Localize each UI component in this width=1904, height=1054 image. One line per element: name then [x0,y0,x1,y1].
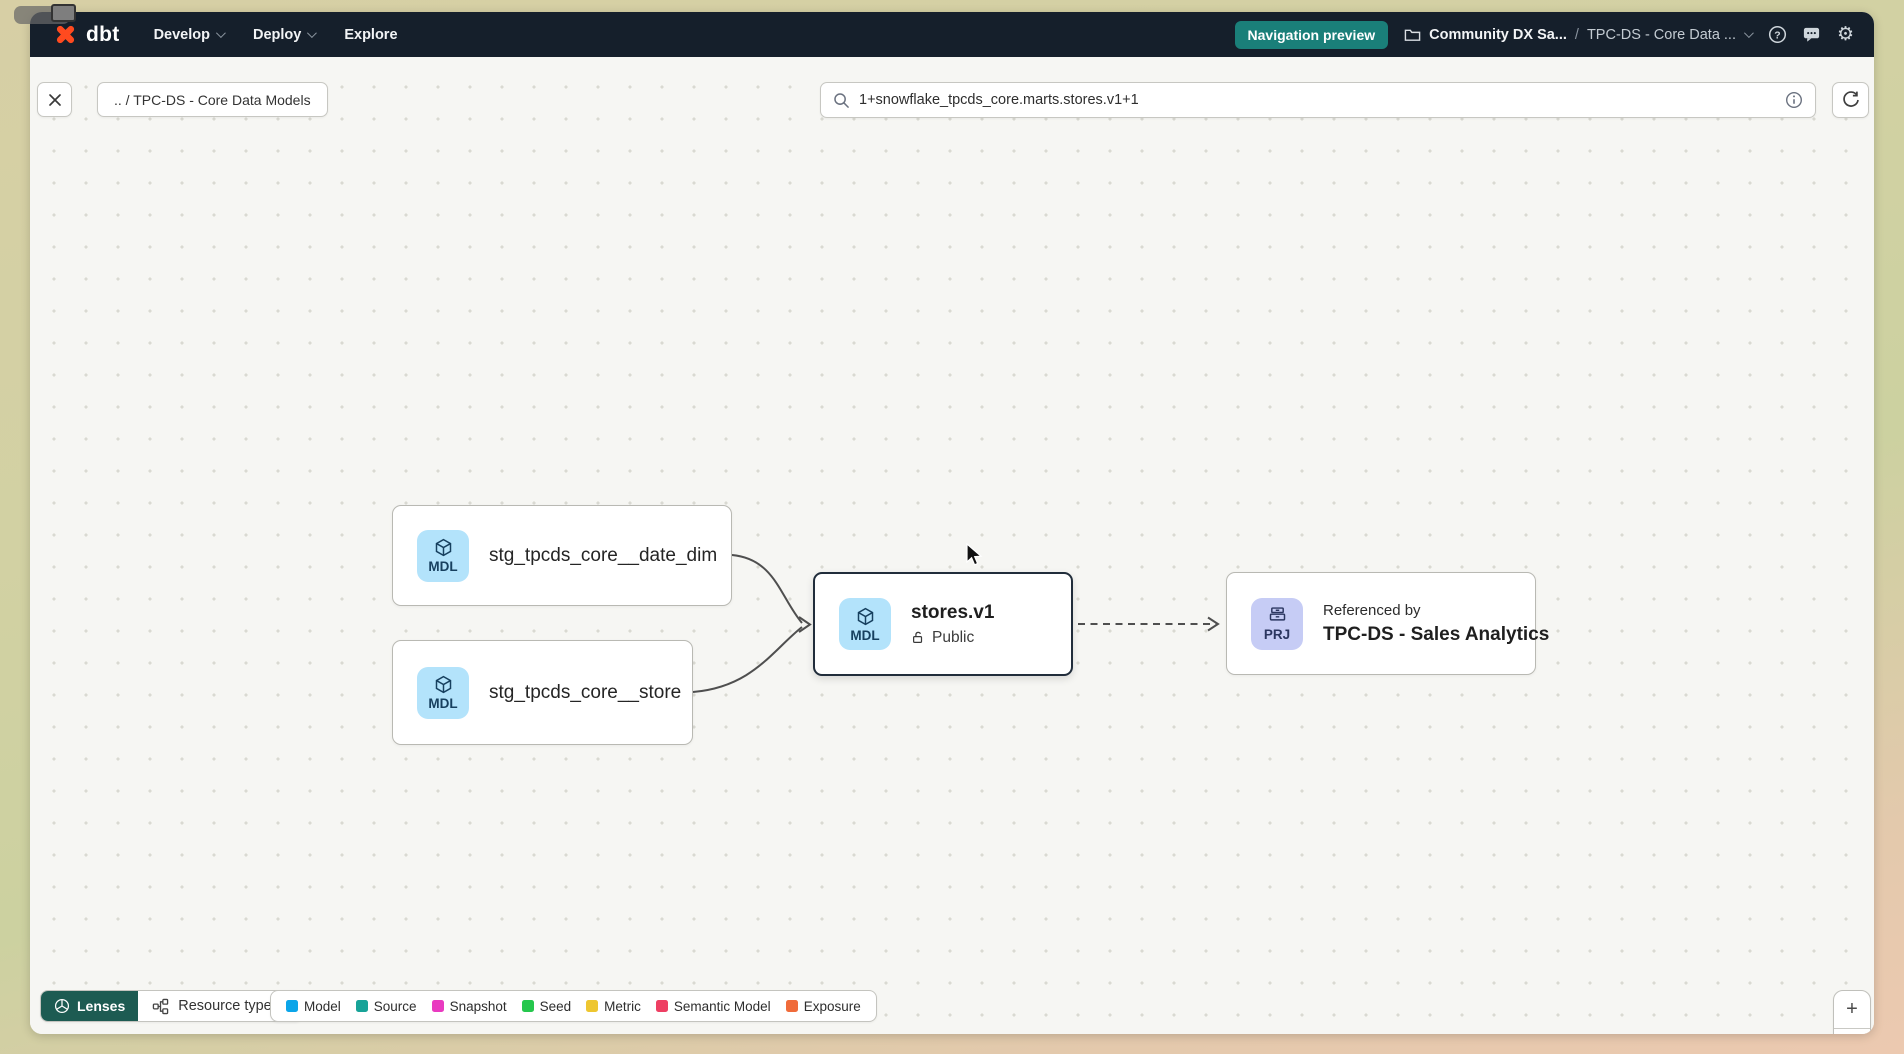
legend-swatch [431,1000,444,1012]
badge-label: PRJ [1263,627,1291,642]
legend-item-snapshot: Snapshot [431,998,507,1014]
nav-item-label: Explore [344,26,398,43]
dbt-logo-icon [56,25,75,44]
badge-label: MDL [428,696,458,711]
model-badge: MDL [417,529,469,582]
breadcrumb-project[interactable]: Community DX Sa... [1429,26,1567,43]
lineage-canvas[interactable]: .. / TPC-DS - Core Data Models [30,57,1874,1034]
legend-swatch [521,1000,534,1012]
lineage-breadcrumb-label: .. / TPC-DS - Core Data Models [114,91,311,108]
info-icon[interactable] [1785,91,1803,109]
legend-swatch [655,1000,668,1012]
zoom-out-button[interactable]: − [1834,1029,1870,1034]
nav-menu: Develop Deploy Explore [154,27,398,43]
screen-record-window-icon [51,4,76,22]
legend-item-source: Source [355,998,417,1014]
app-window: dbt Develop Deploy Explore Navigation pr… [30,12,1874,1034]
lineage-breadcrumb-chip[interactable]: .. / TPC-DS - Core Data Models [97,82,328,117]
resource-graph-icon [153,998,169,1014]
lineage-search-bar [820,82,1816,118]
legend-swatch [286,1000,298,1012]
legend-label: Model [304,998,341,1014]
legend-label: Snapshot [449,998,507,1014]
resource-type-label: Resource type [178,998,272,1014]
legend-label: Metric [604,998,641,1014]
chevron-down-icon[interactable] [1743,28,1754,39]
legend-item-seed: Seed [521,998,572,1014]
legend-swatch [586,1000,599,1012]
legend-item-exposure: Exposure [785,998,861,1014]
lenses-button[interactable]: Lenses [41,991,139,1021]
breadcrumb-section[interactable]: TPC-DS - Core Data ... [1586,26,1736,43]
settings-gear-icon[interactable]: ⚙ [1836,24,1855,45]
nav-item-label: Develop [153,26,210,43]
model-badge: MDL [839,598,891,650]
legend-label: Exposure [803,998,861,1014]
node-label: stg_tpcds_core__store [489,681,682,703]
navbar-right: Navigation preview Community DX Sa... / … [1234,20,1856,49]
close-lineage-button[interactable] [37,82,72,117]
legend-item-metric: Metric [586,999,641,1014]
badge-label: MDL [850,627,880,643]
legend-item-model: Model [286,999,341,1014]
legend-label: Semantic Model [673,998,771,1014]
legend-swatch [355,1000,368,1012]
top-navbar: dbt Develop Deploy Explore Navigation pr… [30,12,1874,57]
nav-item-deploy[interactable]: Deploy [252,26,318,43]
nav-item-label: Deploy [252,26,302,43]
breadcrumb[interactable]: Community DX Sa... / TPC-DS - Core Data … [1404,26,1754,43]
cube-icon [857,607,873,625]
badge-label: MDL [428,559,458,574]
dbt-logo[interactable]: dbt [52,21,120,48]
lens-icon [54,998,70,1014]
zoom-in-button[interactable]: + [1834,991,1870,1029]
chevron-down-icon [215,28,226,39]
cube-icon [435,675,451,694]
model-node-date-dim[interactable]: MDL stg_tpcds_core__date_dim [392,505,732,606]
nav-item-develop[interactable]: Develop [153,26,226,43]
lens-controls: Lenses Resource type [40,990,303,1022]
archive-icon [1269,607,1285,621]
access-label: Public [932,628,975,646]
legend-label: Source [373,998,417,1014]
model-badge: MDL [417,666,469,719]
lineage-selector-input[interactable] [859,92,1776,108]
node-label: stg_tpcds_core__date_dim [489,544,718,566]
dbt-logo-text: dbt [86,22,120,46]
breadcrumb-separator: / [1574,26,1579,43]
resource-legend: Model Source Snapshot Seed Metric Semant… [270,990,877,1022]
legend-item-semantic-model: Semantic Model [655,998,771,1014]
legend-swatch [785,1000,798,1012]
cube-icon [435,538,451,557]
chevron-down-icon [307,28,318,39]
close-icon [48,93,61,106]
node-subtitle: Referenced by [1323,601,1421,619]
navbar-icons: ? ⚙ [1767,24,1856,45]
refresh-icon [1842,91,1859,107]
feedback-icon[interactable] [1801,24,1822,45]
access-row: Public [911,629,994,647]
search-icon [834,92,849,108]
refresh-lineage-button[interactable] [1832,82,1869,118]
project-node-sales-analytics[interactable]: PRJ Referenced by TPC-DS - Sales Analyti… [1226,572,1549,675]
navigation-preview-badge[interactable]: Navigation preview [1234,20,1389,49]
folder-icon [1404,29,1421,41]
mouse-cursor [966,543,983,566]
model-node-stores-v1-selected[interactable]: MDL stores.v1 Public [813,572,1073,676]
model-node-store[interactable]: MDL stg_tpcds_core__store [392,640,693,745]
nav-item-explore[interactable]: Explore [344,27,397,43]
lenses-label: Lenses [77,998,126,1014]
node-title: stores.v1 [911,601,995,623]
node-title: TPC-DS - Sales Analytics [1323,623,1550,645]
svg-text:?: ? [1774,30,1780,41]
zoom-controls: + − [1833,990,1871,1034]
lineage-edges [692,554,1220,693]
unlock-icon [913,631,923,644]
legend-label: Seed [539,998,572,1014]
project-badge: PRJ [1251,597,1303,650]
help-icon[interactable]: ? [1767,24,1788,45]
